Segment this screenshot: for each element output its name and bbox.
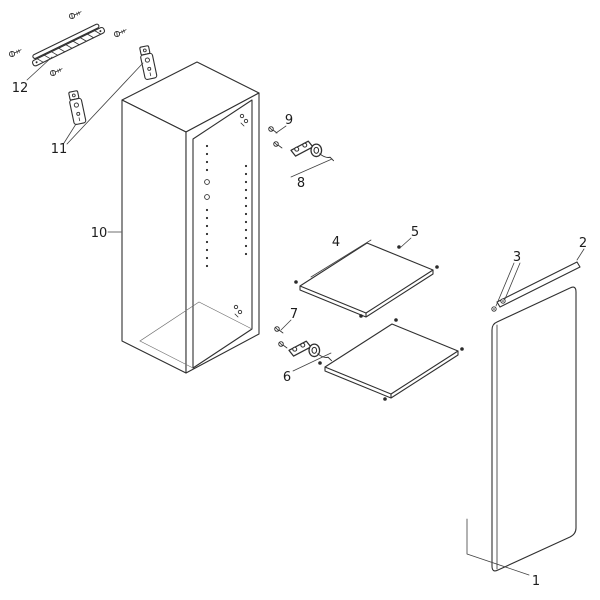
label-4: 4 [332,235,340,250]
shelf-pin [394,318,398,322]
slide-rail-group [7,6,127,79]
leader-9 [275,125,287,134]
label-9: 9 [285,113,293,128]
label-5: 5 [411,225,419,240]
hinge-mount-detail-top [239,113,249,127]
hinge-screw [278,341,288,349]
leader-1 [466,518,530,576]
leader-6 [292,352,332,372]
shelf-pin [435,265,439,269]
shelf-pin-holes [204,144,248,268]
hinge-plate-upper [138,44,158,81]
cabinet-body [121,61,260,374]
label-2: 2 [579,236,587,251]
rail-screw [112,24,127,40]
leader-8 [290,158,333,178]
leader-5 [400,237,412,248]
door-panel [491,286,577,572]
shelf-pin [397,245,401,249]
hinge-assembly-top [290,140,335,162]
label-10: 10 [91,226,108,241]
hinge-plate-lower [67,89,87,126]
shelf-pin [460,347,464,351]
cabinet-front-frame [185,92,260,374]
leader-2 [576,248,585,261]
rail-hatching [36,30,102,63]
shelf-pin [294,280,298,284]
label-12: 12 [12,81,29,96]
shelf-upper [294,242,439,318]
leader-7 [280,319,292,331]
hinge-assembly-top-group [268,126,335,162]
slide-rail [31,23,106,67]
trim-strip [496,261,581,308]
label-3: 3 [513,250,521,265]
leader-12 [26,56,53,81]
hinge-screw [274,326,284,334]
label-7: 7 [290,307,298,322]
shelf-pin [318,361,322,365]
leader-3 [495,262,521,307]
hinge-assembly-bottom [288,340,333,362]
hinge-assembly-bottom-group [274,326,333,362]
label-8: 8 [297,176,305,191]
leader-4 [310,239,372,278]
rail-screw [67,6,82,22]
label-6: 6 [283,370,291,385]
shelf-lower [318,318,464,401]
trim-strip-group [491,261,581,312]
label-1: 1 [532,574,540,589]
hinge-screw [273,141,283,149]
label-11: 11 [51,142,68,157]
part-labels: 1 2 3 4 5 6 7 8 9 10 11 12 [12,81,587,589]
rail-screw [48,63,63,79]
rail-screw [7,44,22,60]
cabinet-interior-floor [139,301,253,369]
strip-pin [500,298,506,304]
leader-11 [63,62,144,145]
hinge-screw [268,126,278,134]
strip-pin [491,306,497,312]
hinge-mount-detail-bottom [233,304,243,318]
leader-lines [26,56,585,576]
shelf-pin [383,397,387,401]
shelf-pin [359,314,363,318]
